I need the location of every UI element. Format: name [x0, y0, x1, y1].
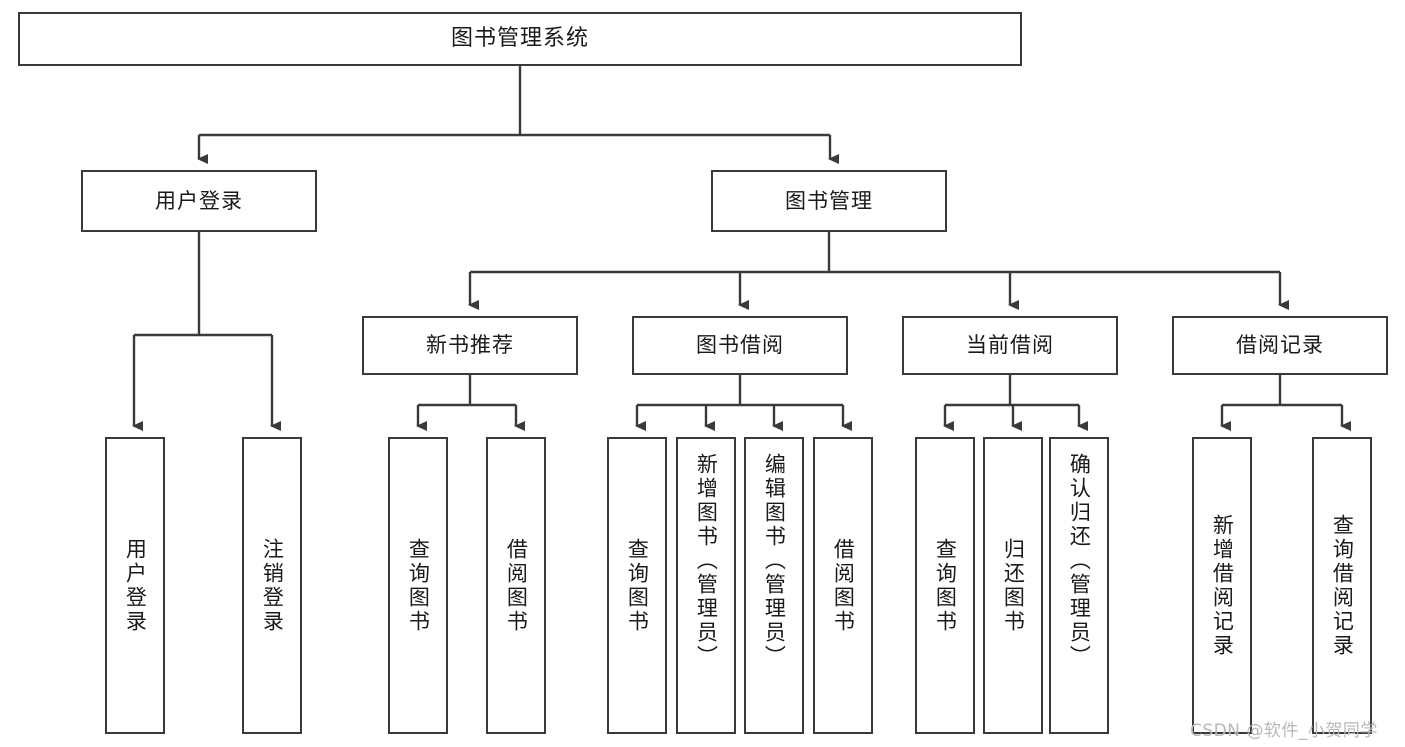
node-user-login[interactable]: 用户登录 — [81, 170, 317, 232]
node-leaf-edit-book-label: 编辑图书（管理员） — [762, 453, 787, 669]
node-leaf-query-book-1-label: 查询图书 — [406, 537, 431, 634]
node-root-label: 图书管理系统 — [450, 26, 589, 52]
node-leaf-confirm-return-label: 确认归还（管理员） — [1067, 453, 1092, 669]
node-leaf-user-logout[interactable]: 注销登录 — [242, 437, 302, 734]
node-leaf-borrow-book-1-label: 借阅图书 — [504, 537, 529, 634]
node-user-login-label: 用户登录 — [155, 188, 243, 213]
node-current-borrow[interactable]: 当前借阅 — [902, 316, 1118, 375]
csdn-watermark: CSDN @软件_小贺同学 — [1190, 721, 1378, 741]
node-new-book-recommend-label: 新书推荐 — [426, 333, 514, 358]
node-leaf-add-book[interactable]: 新增图书（管理员） — [676, 437, 736, 734]
node-leaf-add-record[interactable]: 新增借阅记录 — [1192, 437, 1252, 734]
node-book-borrow-label: 图书借阅 — [696, 333, 784, 358]
node-leaf-confirm-return[interactable]: 确认归还（管理员） — [1049, 437, 1109, 734]
node-leaf-query-book-1[interactable]: 查询图书 — [388, 437, 448, 734]
node-leaf-return-book-label: 归还图书 — [1001, 537, 1026, 634]
node-leaf-query-book-2[interactable]: 查询图书 — [607, 437, 667, 734]
node-leaf-add-record-label: 新增借阅记录 — [1210, 513, 1235, 658]
node-book-borrow[interactable]: 图书借阅 — [632, 316, 848, 375]
node-book-management[interactable]: 图书管理 — [711, 170, 947, 232]
node-leaf-query-book-3[interactable]: 查询图书 — [915, 437, 975, 734]
node-current-borrow-label: 当前借阅 — [966, 333, 1054, 358]
node-borrow-record-label: 借阅记录 — [1236, 333, 1324, 358]
node-leaf-query-record-label: 查询借阅记录 — [1330, 513, 1355, 658]
node-leaf-user-logout-label: 注销登录 — [260, 537, 285, 634]
node-borrow-record[interactable]: 借阅记录 — [1172, 316, 1388, 375]
node-leaf-borrow-book-2[interactable]: 借阅图书 — [813, 437, 873, 734]
node-leaf-edit-book[interactable]: 编辑图书（管理员） — [744, 437, 804, 734]
node-leaf-return-book[interactable]: 归还图书 — [983, 437, 1043, 734]
node-leaf-add-book-label: 新增图书（管理员） — [694, 453, 719, 669]
node-leaf-borrow-book-2-label: 借阅图书 — [831, 537, 856, 634]
node-leaf-borrow-book-1[interactable]: 借阅图书 — [486, 437, 546, 734]
node-leaf-user-login[interactable]: 用户登录 — [105, 437, 165, 734]
node-root[interactable]: 图书管理系统 — [18, 12, 1022, 66]
node-leaf-query-book-3-label: 查询图书 — [933, 537, 958, 634]
node-book-management-label: 图书管理 — [785, 188, 873, 213]
node-new-book-recommend[interactable]: 新书推荐 — [362, 316, 578, 375]
node-leaf-query-book-2-label: 查询图书 — [625, 537, 650, 634]
node-leaf-query-record[interactable]: 查询借阅记录 — [1312, 437, 1372, 734]
node-leaf-user-login-label: 用户登录 — [123, 537, 148, 634]
